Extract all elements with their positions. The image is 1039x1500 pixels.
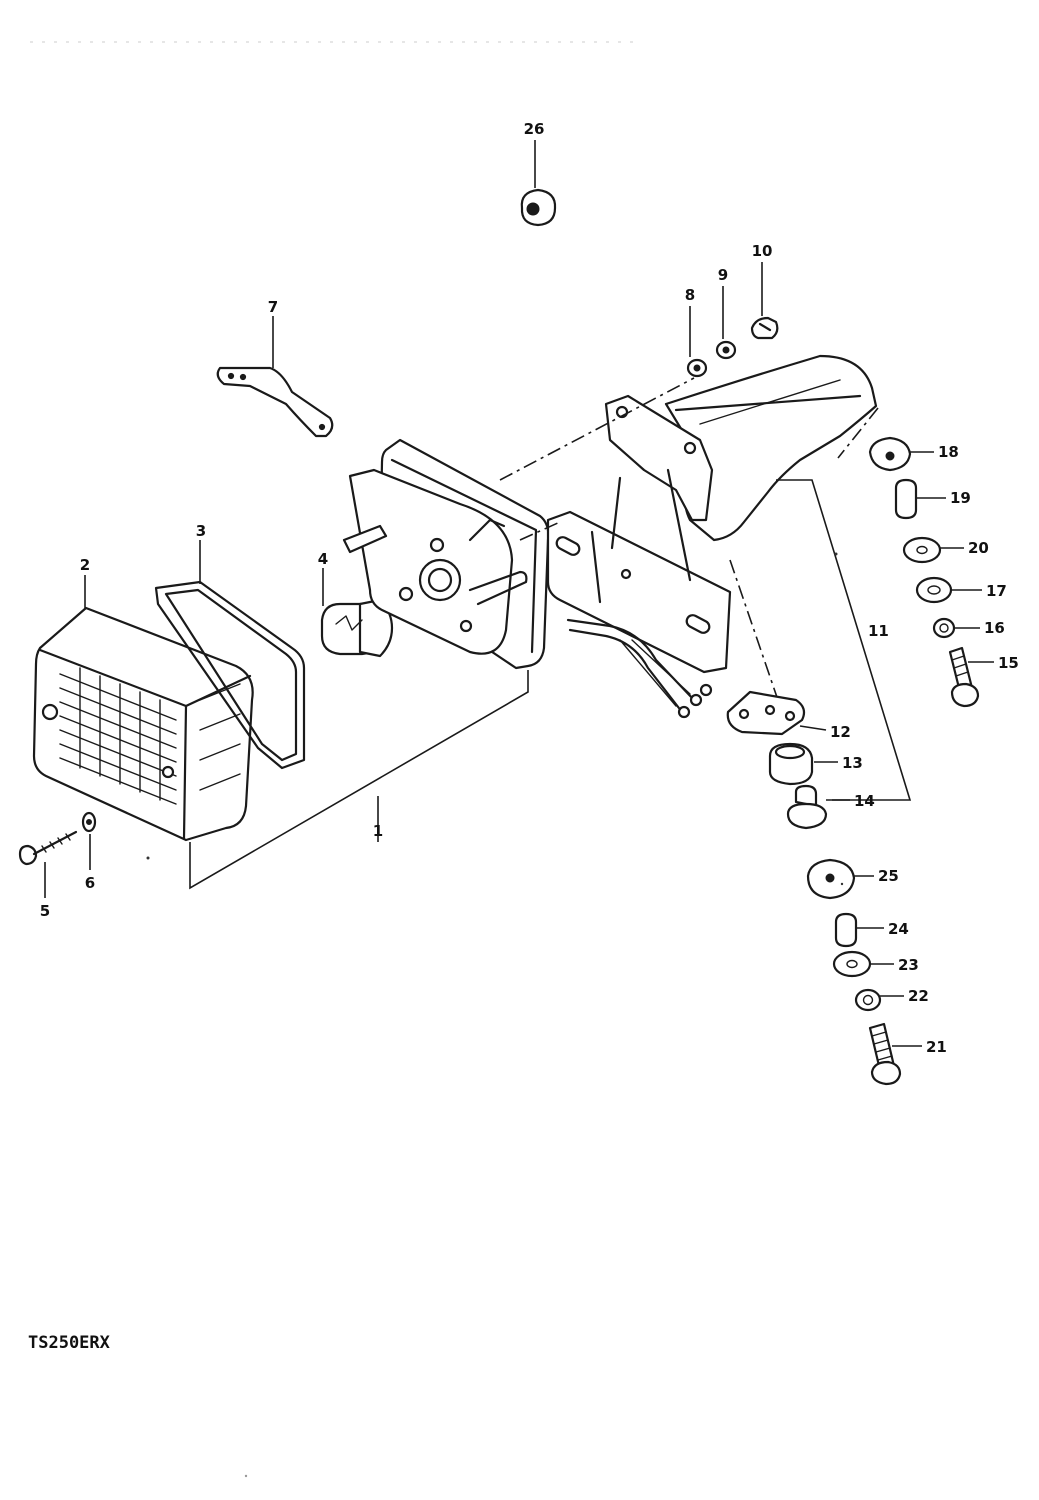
callout-1: 1: [373, 822, 383, 840]
alignment-lines: [499, 377, 879, 707]
part-22-washer: [854, 988, 904, 1012]
part-4-bulb: [320, 568, 394, 658]
part-23-washer: [832, 950, 894, 978]
callout-3: 3: [196, 522, 206, 540]
callout-11: 11: [868, 622, 889, 640]
rear-fender-bracket: [546, 354, 878, 719]
part-25-cushion: [806, 858, 874, 900]
part-5-screw: [18, 830, 78, 898]
part-19-collar: [894, 478, 946, 520]
callout-4: 4: [318, 550, 328, 568]
callout-20: 20: [968, 539, 989, 557]
part-2-lens: [32, 575, 254, 842]
part-13-cushion: [768, 742, 838, 786]
part-11-callout-bracket: [776, 479, 912, 801]
part-1-callout-bracket: [189, 670, 529, 890]
callout-6: 6: [85, 874, 95, 892]
lamp-housing: [342, 438, 550, 670]
part-3-gasket: [154, 540, 306, 770]
part-9-washer: [715, 286, 737, 360]
model-code-label: TS250ERX: [28, 1333, 111, 1353]
callout-7: 7: [268, 298, 278, 316]
part-10-screw: [750, 262, 779, 340]
callout-25: 25: [878, 867, 899, 885]
callout-15: 15: [998, 654, 1019, 672]
callout-2: 2: [80, 556, 90, 574]
callout-12: 12: [830, 723, 851, 741]
part-15-bolt: [948, 646, 994, 708]
part-21-bolt: [868, 1022, 922, 1086]
callout-18: 18: [938, 443, 959, 461]
callout-26: 26: [524, 120, 545, 138]
callout-9: 9: [718, 266, 728, 284]
part-8-washer: [686, 306, 708, 378]
callout-13: 13: [842, 754, 863, 772]
callout-22: 22: [908, 987, 929, 1005]
callout-5: 5: [40, 902, 50, 920]
part-14-collar: [786, 784, 850, 830]
part-6-washer: [81, 811, 97, 870]
callout-21: 21: [926, 1038, 947, 1056]
part-17-washer: [915, 576, 982, 604]
callout-17: 17: [986, 582, 1007, 600]
callout-10: 10: [752, 242, 773, 260]
callout-24: 24: [888, 920, 909, 938]
part-16-washer: [932, 617, 980, 639]
part-24-collar: [834, 912, 884, 948]
callout-23: 23: [898, 956, 919, 974]
callout-8: 8: [685, 286, 695, 304]
part-7-bracket: [216, 316, 334, 438]
callout-14: 14: [854, 792, 875, 810]
callout-19: 19: [950, 489, 971, 507]
part-18-cushion: [868, 436, 934, 472]
part-20-washer: [902, 536, 964, 564]
part-26-grommet: [520, 140, 557, 227]
callout-16: 16: [984, 619, 1005, 637]
part-12-terminal: [726, 690, 827, 736]
